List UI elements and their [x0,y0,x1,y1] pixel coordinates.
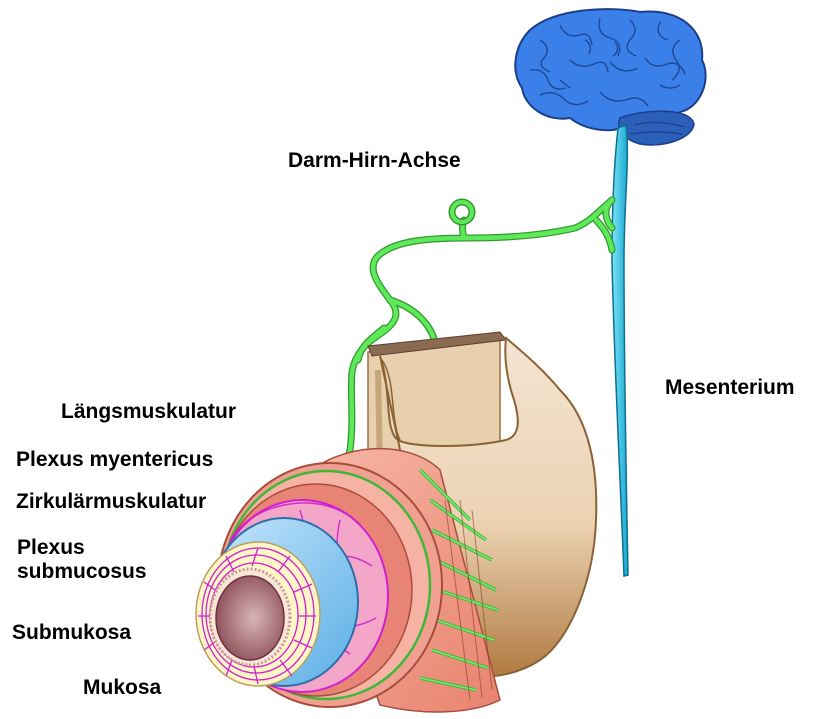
label-submukosa: Submukosa [12,621,131,645]
label-laengsmuskulatur: Längsmuskulatur [61,400,236,424]
diagram-title: Darm-Hirn-Achse [288,149,461,173]
label-zirkulaermuskulatur: Zirkulärmuskulatur [16,490,206,514]
label-plexus-submucosus-line2: submucosus [17,560,147,584]
label-mesenterium: Mesenterium [665,376,795,400]
spinal-cord [612,125,628,576]
label-plexus-submucosus: Plexus submucosus [17,536,147,584]
brain [515,9,705,145]
label-mukosa: Mukosa [83,676,161,700]
label-plexus-submucosus-line1: Plexus [17,536,147,560]
label-plexus-myentericus: Plexus myentericus [16,448,213,472]
